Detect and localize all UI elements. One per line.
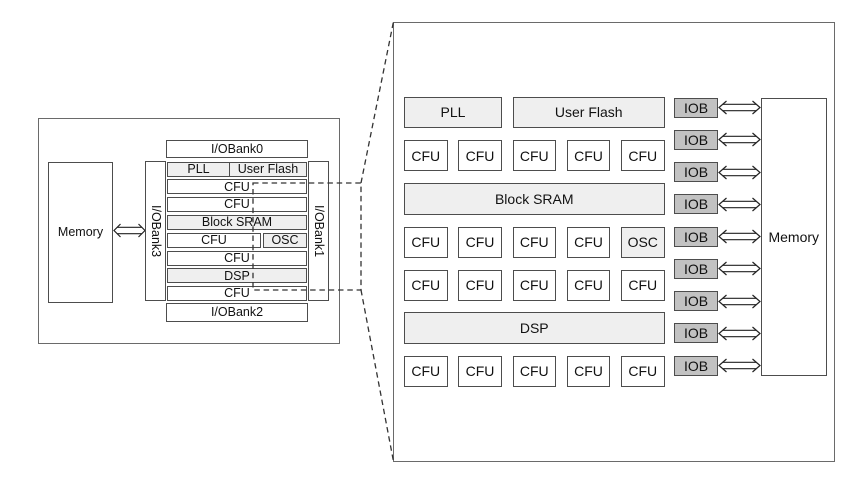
- memory-bank3-double-arrow-icon: [112, 222, 146, 238]
- iob-box: IOB: [674, 291, 718, 311]
- cfu-box: CFU: [566, 269, 611, 301]
- left-block-sram-box: Block SRAM: [167, 214, 307, 230]
- iob-box: IOB: [674, 226, 718, 247]
- left-cfu-row-3: CFU: [167, 232, 261, 248]
- iobank0-bar: I/OBank0: [166, 140, 308, 158]
- right-dsp-box: DSP: [404, 312, 665, 344]
- left-pll-box: PLL: [167, 161, 230, 177]
- left-dsp-label: DSP: [224, 268, 250, 283]
- cfu-box: CFU: [404, 355, 448, 387]
- zoom-connector-bottom: [360, 289, 395, 462]
- left-dsp-box: DSP: [167, 268, 307, 284]
- left-cfu-label: CFU: [224, 250, 250, 265]
- left-memory-box: Memory: [48, 162, 113, 303]
- cfu-box: CFU: [512, 355, 556, 387]
- left-cfu-label: CFU: [201, 232, 227, 247]
- iobank3-bar: I/OBank3: [145, 161, 166, 301]
- cfu-box: CFU: [458, 269, 502, 301]
- right-cfu-row-1: CFU CFU CFU CFU CFU: [404, 140, 665, 171]
- cfu-box: CFU: [621, 140, 665, 171]
- left-cfu-label: CFU: [224, 179, 250, 194]
- cfu-box: CFU: [404, 226, 448, 258]
- cfu-box: CFU: [512, 269, 556, 301]
- left-memory-label: Memory: [57, 225, 104, 240]
- left-user-flash-label: User Flash: [237, 161, 299, 176]
- iob-memory-double-arrow-icon: [718, 358, 761, 373]
- cfu-box: CFU: [566, 140, 611, 171]
- left-cfu-label: CFU: [224, 197, 250, 212]
- left-osc-box: OSC: [263, 232, 307, 248]
- iob-memory-double-arrow-icon: [718, 326, 761, 341]
- left-block-sram-label: Block SRAM: [201, 215, 273, 230]
- cfu-box: CFU: [458, 140, 502, 171]
- iobank2-bar: I/OBank2: [166, 303, 308, 322]
- iob-memory-double-arrow-icon: [718, 229, 761, 244]
- cfu-box: CFU: [404, 269, 448, 301]
- left-osc-label: OSC: [271, 232, 299, 247]
- cfu-box: CFU: [621, 269, 665, 301]
- left-pll-label: PLL: [187, 161, 210, 176]
- right-dsp-label: DSP: [519, 320, 549, 336]
- cfu-box: CFU: [621, 355, 665, 387]
- left-cfu-label: CFU: [224, 286, 250, 301]
- iob-memory-double-arrow-icon: [718, 197, 761, 212]
- right-user-flash-box: User Flash: [513, 96, 665, 128]
- cfu-box: CFU: [512, 140, 556, 171]
- iob-box: IOB: [674, 258, 718, 279]
- iob-box: IOB: [674, 97, 718, 118]
- iobank3-label: I/OBank3: [148, 204, 163, 258]
- iobank1-bar: I/OBank1: [308, 161, 329, 301]
- iobank2-label: I/OBank2: [210, 305, 264, 320]
- right-user-flash-label: User Flash: [554, 104, 623, 121]
- left-cfu-row-1: CFU: [167, 179, 307, 195]
- cfu-box: CFU: [566, 355, 611, 387]
- left-cfu-row-5: CFU: [167, 286, 307, 302]
- iobank1-label: I/OBank1: [311, 204, 326, 258]
- right-pll-label: PLL: [440, 104, 466, 121]
- left-user-flash-box: User Flash: [229, 161, 307, 177]
- left-cfu-row-4: CFU: [167, 250, 307, 266]
- right-pll-box: PLL: [404, 96, 502, 128]
- cfu-box: CFU: [404, 140, 448, 171]
- iob-box: IOB: [674, 323, 718, 344]
- cfu-box: CFU: [458, 355, 502, 387]
- cfu-box: CFU: [512, 226, 556, 258]
- right-cfu-row-4: CFU CFU CFU CFU CFU: [404, 355, 665, 387]
- iob-box: IOB: [674, 355, 718, 376]
- right-cfu-row-3: CFU CFU CFU CFU CFU: [404, 269, 665, 301]
- right-block-sram-box: Block SRAM: [404, 182, 665, 215]
- zoom-connector-top: [360, 21, 395, 184]
- right-cfu-row-2: CFU CFU CFU CFU OSC: [404, 226, 665, 258]
- iob-box: IOB: [674, 129, 718, 150]
- iobank0-label: I/OBank0: [210, 141, 264, 156]
- right-memory-label: Memory: [768, 228, 820, 245]
- left-cfu-row-2: CFU: [167, 197, 307, 213]
- iob-memory-double-arrow-icon: [718, 293, 761, 309]
- iob-memory-double-arrow-icon: [718, 100, 761, 115]
- cfu-box: CFU: [458, 226, 502, 258]
- right-block-sram-label: Block SRAM: [494, 190, 574, 207]
- iob-box: IOB: [674, 162, 718, 182]
- iob-memory-double-arrow-icon: [718, 261, 761, 276]
- iob-box: IOB: [674, 194, 718, 215]
- iob-memory-double-arrow-icon: [718, 132, 761, 147]
- osc-box: OSC: [621, 226, 665, 258]
- iob-memory-double-arrow-icon: [718, 164, 761, 180]
- cfu-box: CFU: [566, 226, 611, 258]
- right-memory-box: Memory: [761, 97, 827, 376]
